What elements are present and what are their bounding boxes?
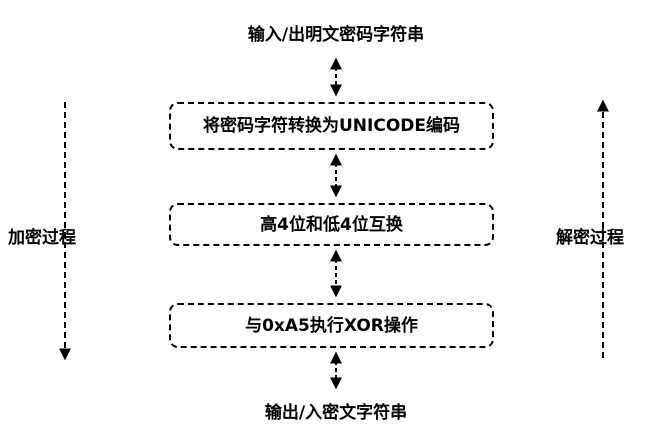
step-text-xor-operation: 与0xA5执行XOR操作 xyxy=(245,315,418,336)
input-plaintext-label: 输入/出明文密码字符串 xyxy=(247,25,425,45)
step-box-unicode-conversion: 将密码字符转换为UNICODE编码 xyxy=(169,102,494,150)
encrypt-process-label: 加密过程 xyxy=(8,228,76,248)
step-box-nibble-swap: 高4位和低4位互换 xyxy=(169,203,494,246)
decrypt-process-label: 解密过程 xyxy=(556,228,624,248)
output-ciphertext-label: 输出/入密文字符串 xyxy=(264,403,408,423)
step-text-nibble-swap: 高4位和低4位互换 xyxy=(260,214,403,235)
step-text-unicode-conversion: 将密码字符转换为UNICODE编码 xyxy=(202,116,460,136)
step-box-xor-operation: 与0xA5执行XOR操作 xyxy=(169,303,494,348)
